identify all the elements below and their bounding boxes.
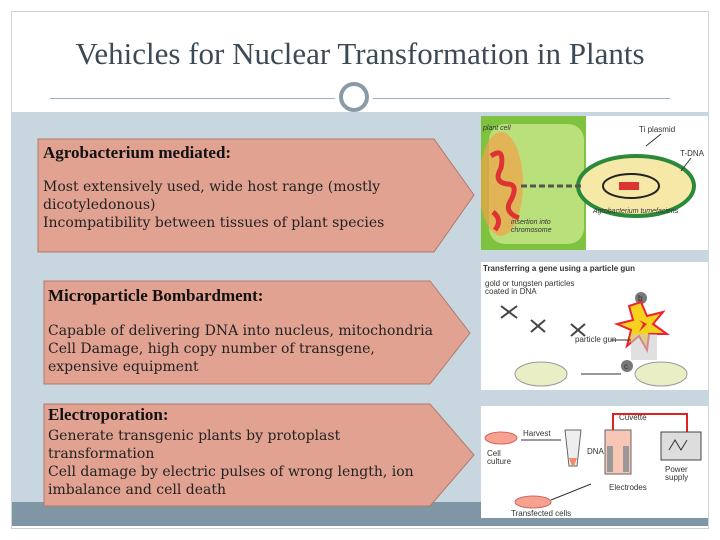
- item-heading: Agrobacterium mediated:: [43, 143, 232, 162]
- item-agrobacterium: Agrobacterium mediated: Most extensively…: [43, 143, 433, 232]
- item-line: Capable of delivering DNA into nucleus, …: [48, 323, 433, 339]
- item-body: Capable of delivering DNA into nucleus, …: [48, 322, 438, 376]
- item-line: Cell Damage, high copy number of transge…: [48, 341, 375, 357]
- label-power-1: Power: [665, 465, 688, 474]
- label-step-c: c: [624, 362, 628, 371]
- label-transfected: Transfected cells: [511, 509, 571, 518]
- item-body: Generate transgenic plants by protoplast…: [48, 427, 438, 499]
- label-step-b: b: [638, 294, 643, 303]
- arrow-shape-3: [43, 403, 475, 507]
- item-line: expensive equipment: [48, 359, 199, 375]
- item-line: Cell damage by electric pulses of wrong …: [48, 464, 414, 480]
- particle-gun-diagram: Transferring a gene using a particle gun…: [483, 264, 688, 387]
- agrobacterium-figure: plant cell Ti plasmid T-DNA insertion in…: [481, 116, 708, 250]
- electroporation-diagram: Cell culture Harvest DNA Cuvette Power s…: [484, 413, 702, 518]
- label-culture: culture: [487, 457, 512, 466]
- item-body: Most extensively used, wide host range (…: [43, 178, 433, 232]
- particle-gun-figure: Transferring a gene using a particle gun…: [481, 262, 708, 390]
- transfected-dish: [514, 495, 552, 509]
- label-electrodes: Electrodes: [609, 483, 647, 492]
- centrifuge-tube: [564, 429, 582, 467]
- label-particle-gun: particle gun: [575, 335, 616, 344]
- label-coated-1: gold or tungsten particles: [485, 279, 574, 288]
- electroporation-figure: Cell culture Harvest DNA Cuvette Power s…: [481, 406, 708, 518]
- label-cuvette: Cuvette: [619, 413, 647, 422]
- chromosome-shape: [489, 150, 520, 221]
- dna-particles: [500, 305, 586, 337]
- slide-title: Vehicles for Nuclear Transformation in P…: [75, 36, 645, 71]
- agrobacterium-diagram: plant cell Ti plasmid T-DNA insertion in…: [481, 116, 705, 250]
- target-cell-right: [634, 361, 688, 387]
- label-insertion: insertion into: [511, 219, 551, 226]
- item-line: imbalance and cell death: [48, 482, 227, 498]
- item-line: Most extensively used, wide host range (…: [43, 179, 381, 195]
- label-coated-2: coated in DNA: [485, 287, 537, 296]
- label-plant-cell: plant cell: [482, 125, 511, 132]
- item-line: Generate transgenic plants by protoplast: [48, 428, 341, 444]
- label-dna: DNA: [587, 447, 605, 456]
- step-b-marker: [635, 292, 647, 304]
- item-line: transformation: [48, 446, 155, 462]
- label-cell: Cell: [487, 449, 501, 458]
- label-ti-plasmid: Ti plasmid: [639, 125, 675, 134]
- culture-dish: [484, 431, 518, 445]
- power-supply: [660, 431, 702, 461]
- label-power-2: supply: [665, 473, 688, 482]
- label-particle-gun-title: Transferring a gene using a particle gun: [483, 264, 635, 273]
- item-line: dicotyledonous): [43, 197, 156, 213]
- title-rule-left: [50, 98, 335, 99]
- slide-frame: [11, 11, 709, 529]
- item-microparticle: Microparticle Bombardment: Capable of de…: [48, 286, 438, 376]
- t-dna-segment: [619, 182, 639, 190]
- label-chromosome: chromosome: [511, 227, 552, 234]
- target-cell-left: [514, 361, 568, 387]
- arrow-shape-1: [37, 138, 475, 253]
- item-line: Incompatibility between tissues of plant…: [43, 215, 385, 231]
- label-harvest: Harvest: [523, 429, 551, 438]
- item-heading: Microparticle Bombardment:: [48, 286, 264, 305]
- arrow-shape-2: [43, 280, 471, 385]
- label-bacterium: Agrobacterium tumefaciens: [592, 208, 679, 215]
- item-electroporation: Electroporation: Generate transgenic pla…: [48, 405, 438, 499]
- ti-plasmid-ring: [602, 173, 660, 199]
- item-heading: Electroporation:: [48, 405, 169, 424]
- step-c-marker: [621, 360, 633, 372]
- label-t-dna: T-DNA: [680, 149, 705, 158]
- title-circle-ornament: [339, 82, 369, 112]
- title-rule-right: [373, 98, 670, 99]
